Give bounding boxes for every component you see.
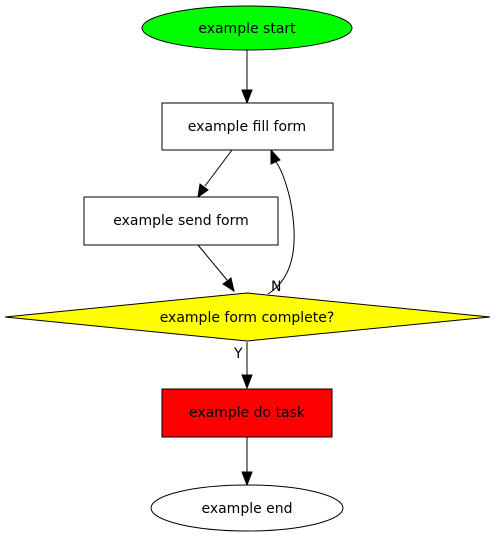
node-start: example start (141, 5, 353, 51)
do-task-box (161, 388, 333, 438)
node-do-task: example do task (161, 388, 333, 438)
edge-form-complete-to-do-task (241, 342, 253, 390)
end-label: example end (201, 501, 292, 517)
fill-form-label: example fill form (188, 119, 306, 135)
edge-fill-form-to-send-form (197, 149, 233, 199)
edge-label-y: Y (233, 346, 243, 362)
send-form-box (83, 196, 279, 246)
edge-start-to-fill-form (241, 50, 253, 105)
node-send-form: example send form (83, 196, 279, 246)
node-end: example end (150, 484, 344, 532)
start-ellipse (141, 5, 353, 51)
edge-do-task-to-end (241, 437, 253, 487)
edge-label-n: N (271, 279, 281, 295)
form-complete-label: example form complete? (160, 310, 335, 326)
do-task-label: example do task (189, 405, 306, 421)
node-form-complete: example form complete? (4, 292, 491, 342)
edge-send-form-to-form-complete (197, 244, 235, 293)
start-label: example start (198, 21, 296, 37)
node-fill-form: example fill form (161, 102, 334, 151)
edge-form-complete-to-fill-form (267, 148, 295, 295)
form-complete-diamond (4, 292, 491, 342)
send-form-label: example send form (113, 213, 248, 229)
end-ellipse (150, 484, 344, 532)
fill-form-box (161, 102, 334, 151)
